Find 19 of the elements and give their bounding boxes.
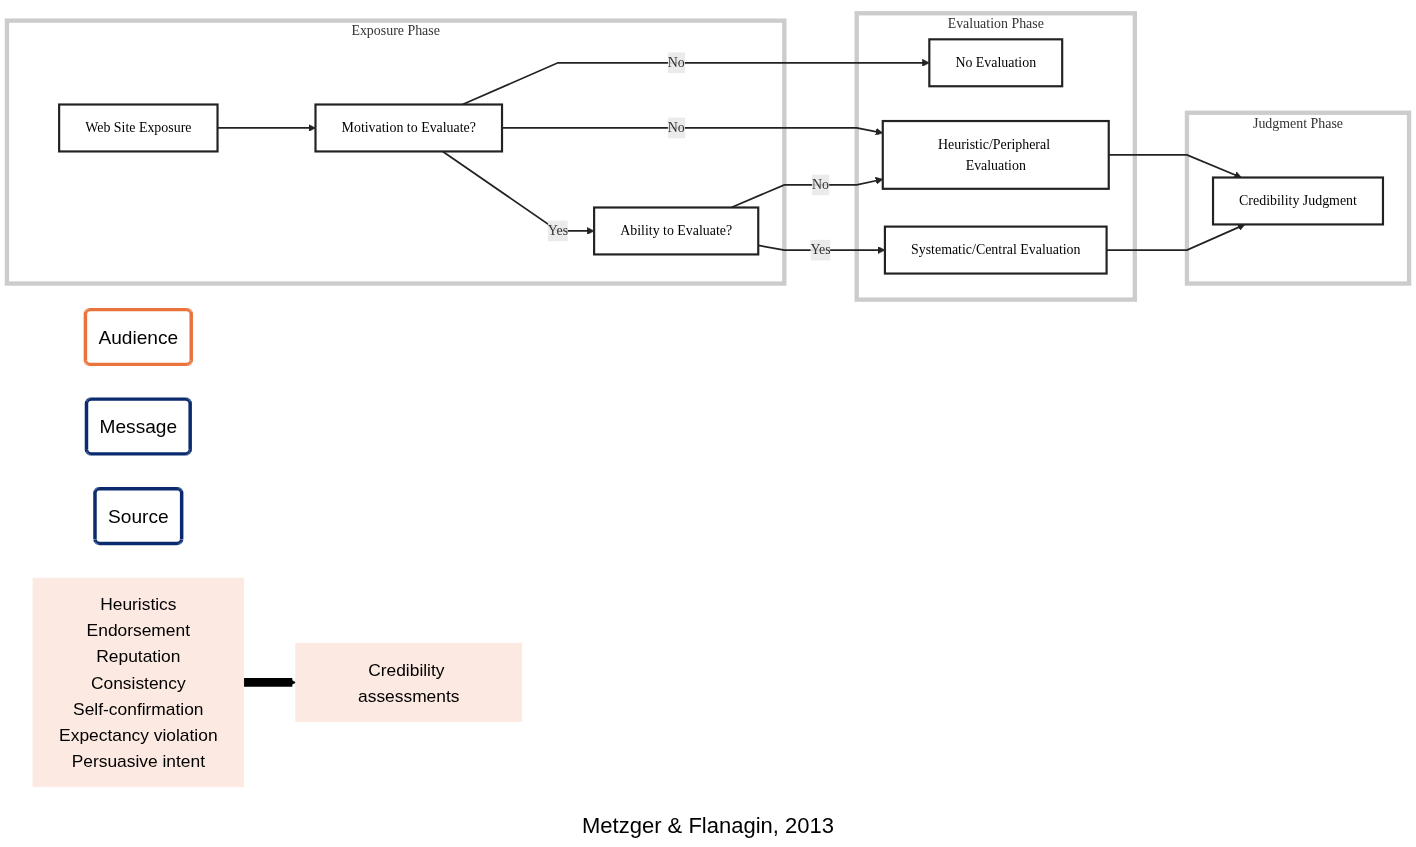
node-box: No Evaluation xyxy=(928,38,1064,88)
arrow xyxy=(243,678,297,687)
edge-label: Yes xyxy=(810,242,831,258)
node-text: Message xyxy=(99,415,178,438)
node-box: Credibility assessments xyxy=(295,642,523,722)
edge-label: No xyxy=(812,177,830,192)
node-box: Systematic/Central Evaluation xyxy=(883,225,1108,275)
node-box: Credibility Judgment xyxy=(1211,176,1385,226)
caption: Metzger & Flanagin, 2013 xyxy=(581,813,835,839)
node-box: Web Site Exposure xyxy=(58,103,219,153)
edge-label: Yes xyxy=(547,223,569,238)
node-box: Motivation to Evaluate? xyxy=(314,103,504,153)
node-text: Audience xyxy=(98,326,179,348)
edge-label: No xyxy=(667,120,685,135)
node-box: Heuristics Endorsement Reputation Consistency Self-confirmation Expectancy violation Persuasive intent xyxy=(32,577,245,788)
edge-label: No xyxy=(667,54,685,70)
node-box: Heuristic/Peripheral Evaluation xyxy=(881,119,1110,190)
node-text: Source xyxy=(108,505,169,527)
node-box: Ability to Evaluate? xyxy=(593,206,760,256)
